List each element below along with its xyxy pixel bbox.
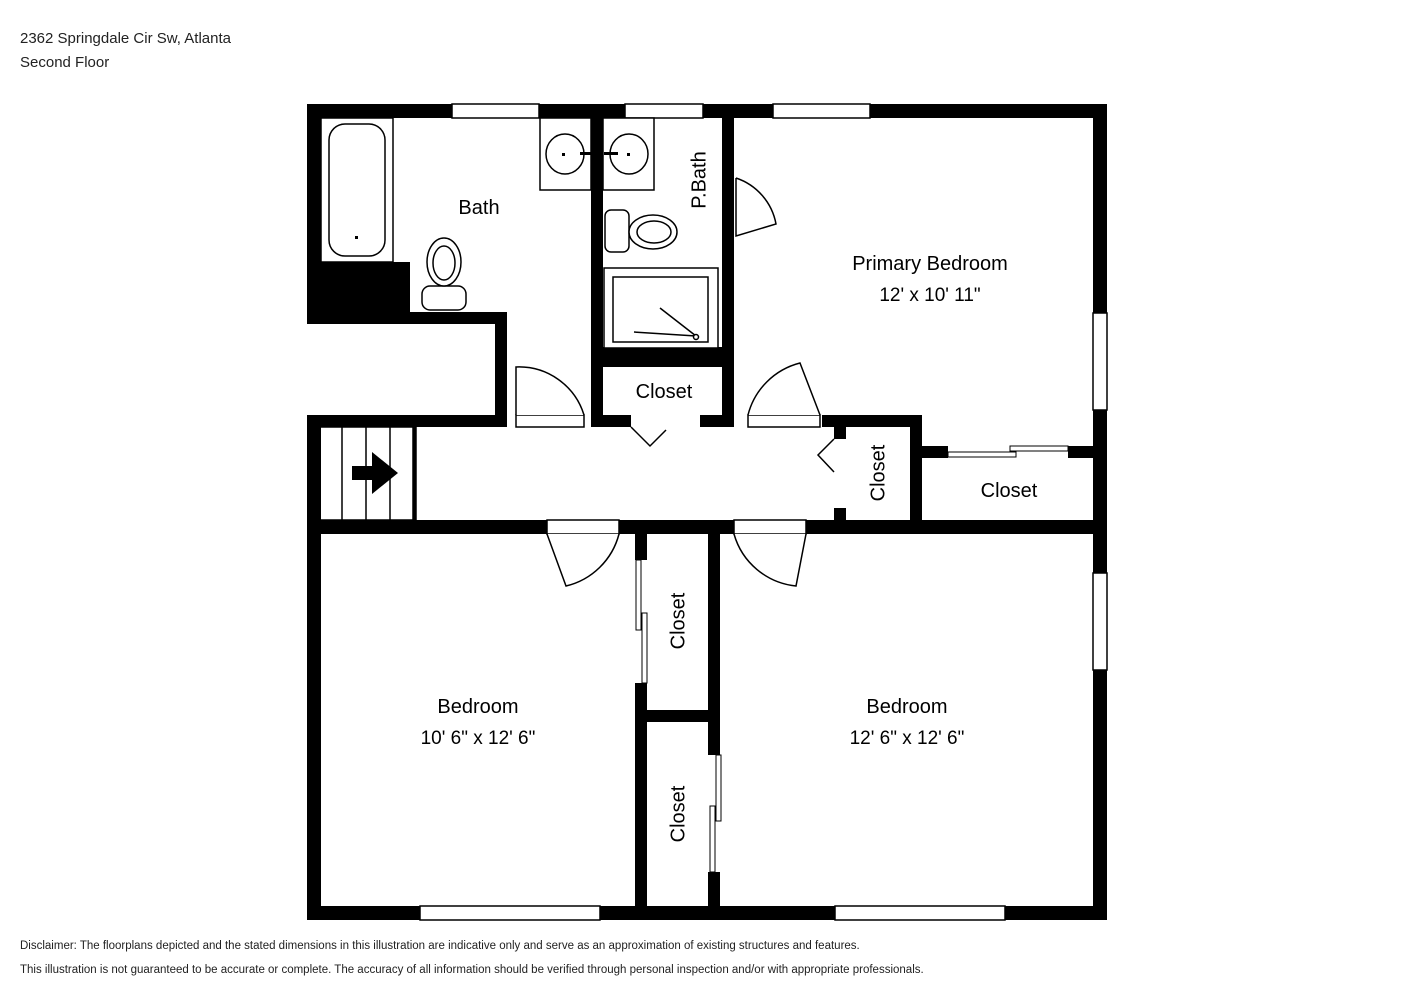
room-label-closet-primary: Closet bbox=[981, 480, 1038, 502]
room-label-bath: Bath bbox=[458, 197, 499, 219]
sliding-doors bbox=[635, 445, 1069, 873]
room-dims-primary-bedroom: 12' x 10' 11" bbox=[879, 285, 980, 306]
room-label-bedroom-left: Bedroom bbox=[437, 696, 518, 718]
sink-icon bbox=[539, 117, 594, 191]
sink-icon bbox=[602, 117, 655, 191]
room-label-closet-lower: Closet bbox=[667, 785, 689, 842]
room-label-primary-bedroom: Primary Bedroom bbox=[852, 253, 1008, 275]
room-label-closet-side: Closet bbox=[867, 444, 889, 501]
windows bbox=[419, 103, 1108, 921]
walls bbox=[307, 104, 1107, 920]
room-label-closet-upper: Closet bbox=[667, 592, 689, 649]
room-label-pbath: P.Bath bbox=[688, 151, 710, 208]
room-label-closet-hall: Closet bbox=[636, 381, 693, 403]
disclaimer-line-1: Disclaimer: The floorplans depicted and … bbox=[20, 940, 860, 952]
stair-arrow-icon bbox=[352, 452, 398, 494]
toilet-icon bbox=[421, 237, 467, 311]
disclaimer-line-2: This illustration is not guaranteed to b… bbox=[20, 964, 924, 976]
address-text: 2362 Springdale Cir Sw, Atlanta bbox=[20, 30, 231, 47]
door-swings bbox=[515, 177, 835, 587]
toilet-icon bbox=[604, 209, 678, 253]
room-label-bedroom-right: Bedroom bbox=[866, 696, 947, 718]
room-dims-bedroom-right: 12' 6" x 12' 6" bbox=[850, 728, 965, 749]
shower-icon bbox=[603, 267, 719, 349]
room-dims-bedroom-left: 10' 6" x 12' 6" bbox=[421, 728, 536, 749]
fixtures bbox=[320, 117, 719, 349]
stairs bbox=[321, 426, 417, 521]
floor-label: Second Floor bbox=[20, 54, 110, 71]
